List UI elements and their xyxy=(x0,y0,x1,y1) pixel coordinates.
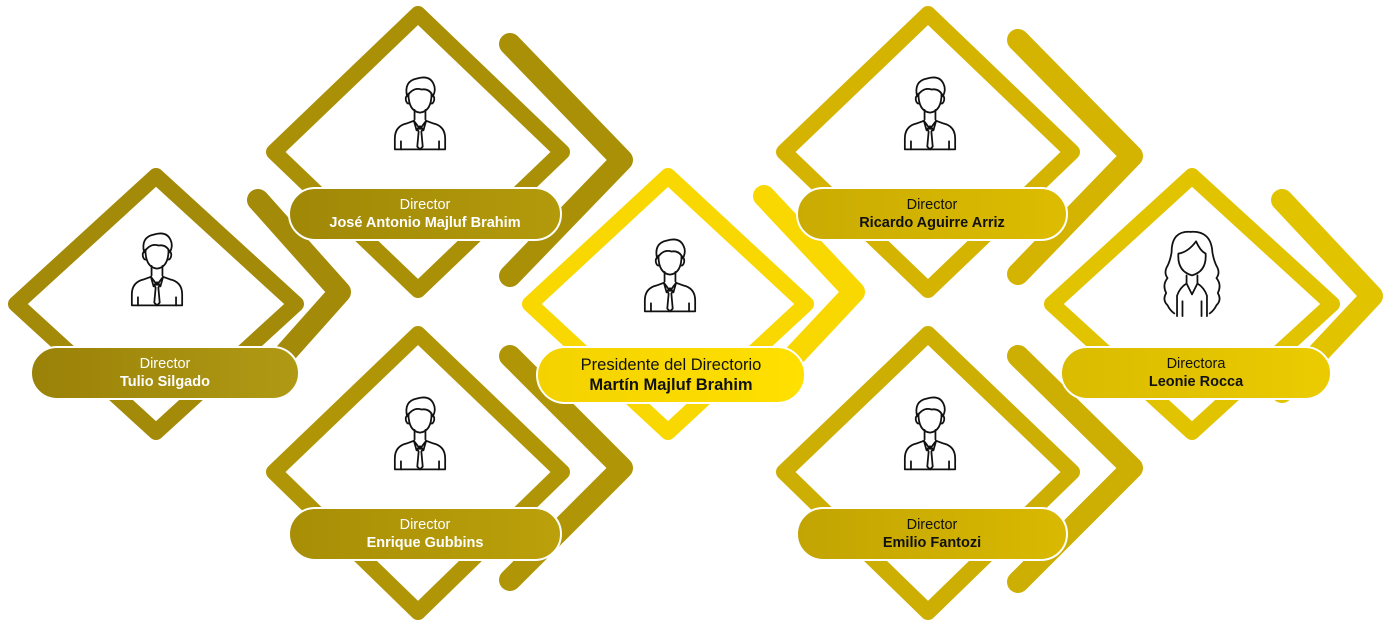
member-role: Director xyxy=(399,517,451,533)
member-card-leonie: Directora Leonie Rocca xyxy=(1060,346,1332,400)
member-role: Director xyxy=(139,356,191,372)
member-name: Ricardo Aguirre Arriz xyxy=(859,215,1005,231)
member-card-enrique: Director Enrique Gubbins xyxy=(288,507,562,561)
member-card-martin: Presidente del Directorio Martín Majluf … xyxy=(536,346,806,404)
member-role: Director xyxy=(399,197,451,213)
member-role: Presidente del Directorio xyxy=(580,356,762,374)
member-role: Directora xyxy=(1166,356,1226,372)
member-name: Martín Majluf Brahim xyxy=(589,376,753,394)
member-name: Emilio Fantozi xyxy=(882,535,982,551)
member-card-ricardo: Director Ricardo Aguirre Arriz xyxy=(796,187,1068,241)
member-card-tulio: Director Tulio Silgado xyxy=(30,346,300,400)
member-name: Leonie Rocca xyxy=(1148,374,1244,390)
diamond-frame-emilio xyxy=(776,326,1080,620)
member-role: Director xyxy=(906,517,958,533)
diamond-frame-enrique xyxy=(266,326,570,620)
member-name: José Antonio Majluf Brahim xyxy=(329,215,521,231)
member-name: Enrique Gubbins xyxy=(366,535,484,551)
member-role: Director xyxy=(906,197,958,213)
member-card-emilio: Director Emilio Fantozi xyxy=(796,507,1068,561)
member-name: Tulio Silgado xyxy=(120,374,210,390)
member-card-jose: Director José Antonio Majluf Brahim xyxy=(288,187,562,241)
